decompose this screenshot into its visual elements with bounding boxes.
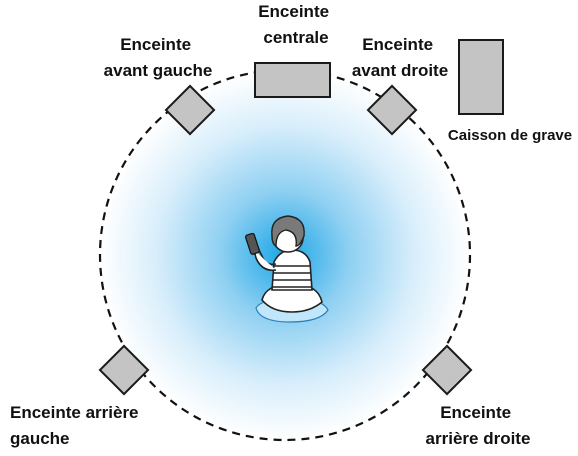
front-right-speaker-label: Enceinte avant droite [352, 35, 448, 80]
subwoofer-label: Caisson de grave [448, 127, 572, 144]
front-right-speaker [366, 84, 418, 136]
center-speaker-label: Enceinte centrale [258, 2, 334, 47]
front-left-speaker [164, 84, 216, 136]
center-speaker [254, 62, 331, 98]
rear-right-speaker-label: Enceinte arrière droite [426, 403, 531, 448]
front-left-speaker-label: Enceinte avant gauche [104, 35, 213, 80]
rear-left-speaker [98, 344, 150, 396]
rear-left-speaker-label: Enceinte arrière gauche [10, 403, 143, 448]
listener-with-remote-icon [245, 215, 329, 323]
subwoofer [458, 39, 504, 115]
rear-right-speaker [421, 344, 473, 396]
